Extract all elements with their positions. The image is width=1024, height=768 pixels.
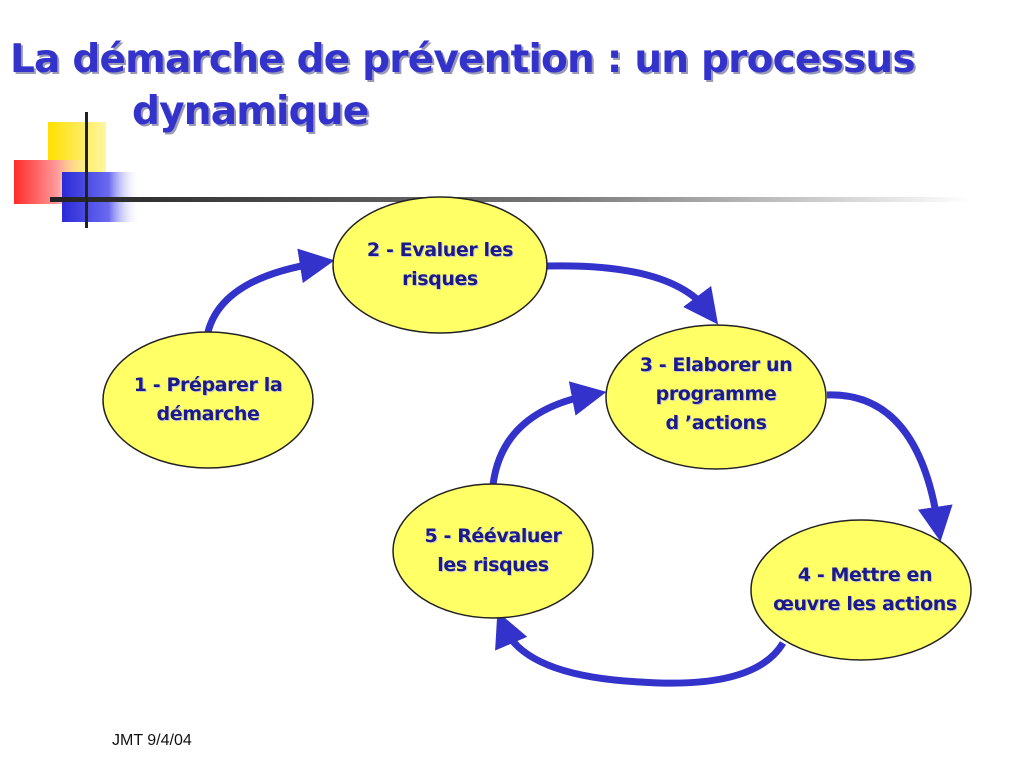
node-step-3-ellipse [605,324,827,470]
node-step-5-ellipse [392,483,594,619]
node-step-2-ellipse [332,196,548,334]
title-line-1: La démarche de prévention : un processus [10,37,916,82]
node-step-2-label: 2 - Evaluer les risques [366,239,514,290]
arrow-1-to-2 [204,248,335,333]
node-step-5-label: 5 - Réévaluer les risques [424,525,562,576]
slide-title: La démarche de prévention : un processus… [10,34,916,138]
node-step-4-ellipse [750,519,972,661]
title-line-2: dynamique [132,89,369,134]
node-step-1-ellipse [102,331,314,469]
node-step-4-label: 4 - Mettre en œuvre les actions [773,564,957,615]
footer-date: JMT 9/4/04 [112,732,192,749]
arrow-4-to-5 [495,611,787,687]
node-step-1-label: 1 - Préparer la démarche [133,374,283,425]
arrow-2-to-3 [546,262,719,325]
arrow-3-to-4 [826,391,953,542]
vertical-rule [85,112,88,228]
node-step-3-label: 3 - Elaborer un programme d ’actions [639,353,793,434]
arrow-5-to-3 [489,381,607,486]
horizontal-rule [50,197,972,202]
